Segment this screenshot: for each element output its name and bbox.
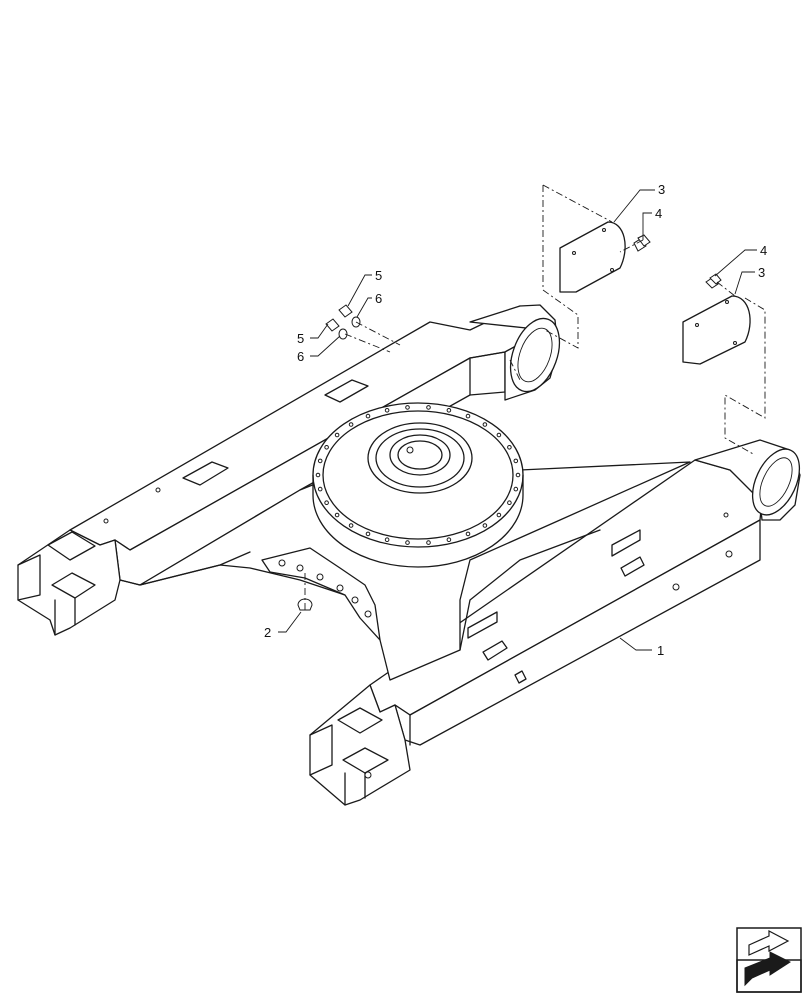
bearing-bolt-hole: [515, 472, 521, 478]
assembly-guide-lines: [304, 184, 766, 610]
leader-lines: [278, 189, 757, 651]
upper-rear-cylinder: [469, 304, 561, 401]
bearing-bolt-hole: [317, 458, 323, 464]
bearing-bolt-hole: [365, 531, 371, 537]
bearing-bolt-hole: [384, 537, 390, 543]
bearing-bolt-ring: [315, 405, 521, 545]
bearing-bolt-hole: [507, 445, 512, 450]
right-side-frame: [369, 459, 763, 746]
bearing-bolt-hole: [513, 458, 519, 464]
bearing-bolt-hole: [446, 408, 452, 413]
callout-2: 2: [264, 625, 271, 640]
bolt-item-5-b: [325, 318, 340, 332]
bearing-bolt-hole: [426, 405, 431, 410]
bolt-item-4-lower: [705, 273, 722, 289]
callout-6-top: 6: [375, 291, 382, 306]
callout-3-lower: 3: [758, 265, 765, 280]
bearing-bolt-hole: [348, 422, 354, 427]
bearing-bolt-hole: [482, 422, 488, 427]
callout-1: 1: [657, 643, 664, 658]
bearing-bolt-hole: [496, 432, 502, 438]
bearing-bolt-hole: [496, 512, 502, 518]
right-end-clamp-lower: [309, 684, 411, 806]
next-page-arrow-icon[interactable]: [736, 927, 802, 993]
bearing-bolt-hole: [324, 445, 329, 450]
bearing-bolt-hole: [507, 500, 512, 506]
washer-item-6-b: [338, 328, 348, 340]
left-end-clamp-upper: [17, 529, 121, 636]
callout-4-lower: 4: [760, 243, 767, 258]
bearing-bolt-hole: [513, 486, 519, 492]
bearing-bolt-hole: [482, 523, 488, 528]
callout-6-side: 6: [297, 349, 304, 364]
callout-3-upper: 3: [658, 182, 665, 197]
cover-plate-upper: [559, 221, 626, 293]
bearing-bolt-hole: [465, 531, 471, 537]
callout-5-top: 5: [375, 268, 382, 283]
bearing-bolt-hole: [315, 472, 321, 478]
bearing-bolt-hole: [334, 512, 340, 518]
bolt-item-5-a: [338, 304, 353, 318]
callout-labels: 1 2 3 3 4 4 5 5 6 6: [264, 182, 767, 658]
bearing-bolt-hole: [324, 500, 329, 506]
bearing-bolt-hole: [317, 486, 323, 492]
callout-4-upper: 4: [655, 206, 662, 221]
lower-rear-cylinder: [694, 439, 801, 521]
bearing-bolt-hole: [446, 537, 452, 543]
bearing-bolt-hole: [365, 413, 371, 419]
callout-5-side: 5: [297, 331, 304, 346]
cover-plate-lower: [682, 295, 751, 365]
bearing-bolt-hole: [348, 523, 354, 528]
bearing-bolt-hole: [384, 408, 390, 413]
turntable-bearing: [312, 402, 524, 568]
bearing-bolt-hole: [334, 432, 340, 438]
bolt-item-4-upper: [633, 234, 651, 252]
bearing-bolt-hole: [405, 540, 410, 545]
bearing-bolt-hole: [426, 540, 431, 545]
bearing-bolt-hole: [465, 413, 471, 419]
bearing-bolt-hole: [405, 405, 410, 410]
